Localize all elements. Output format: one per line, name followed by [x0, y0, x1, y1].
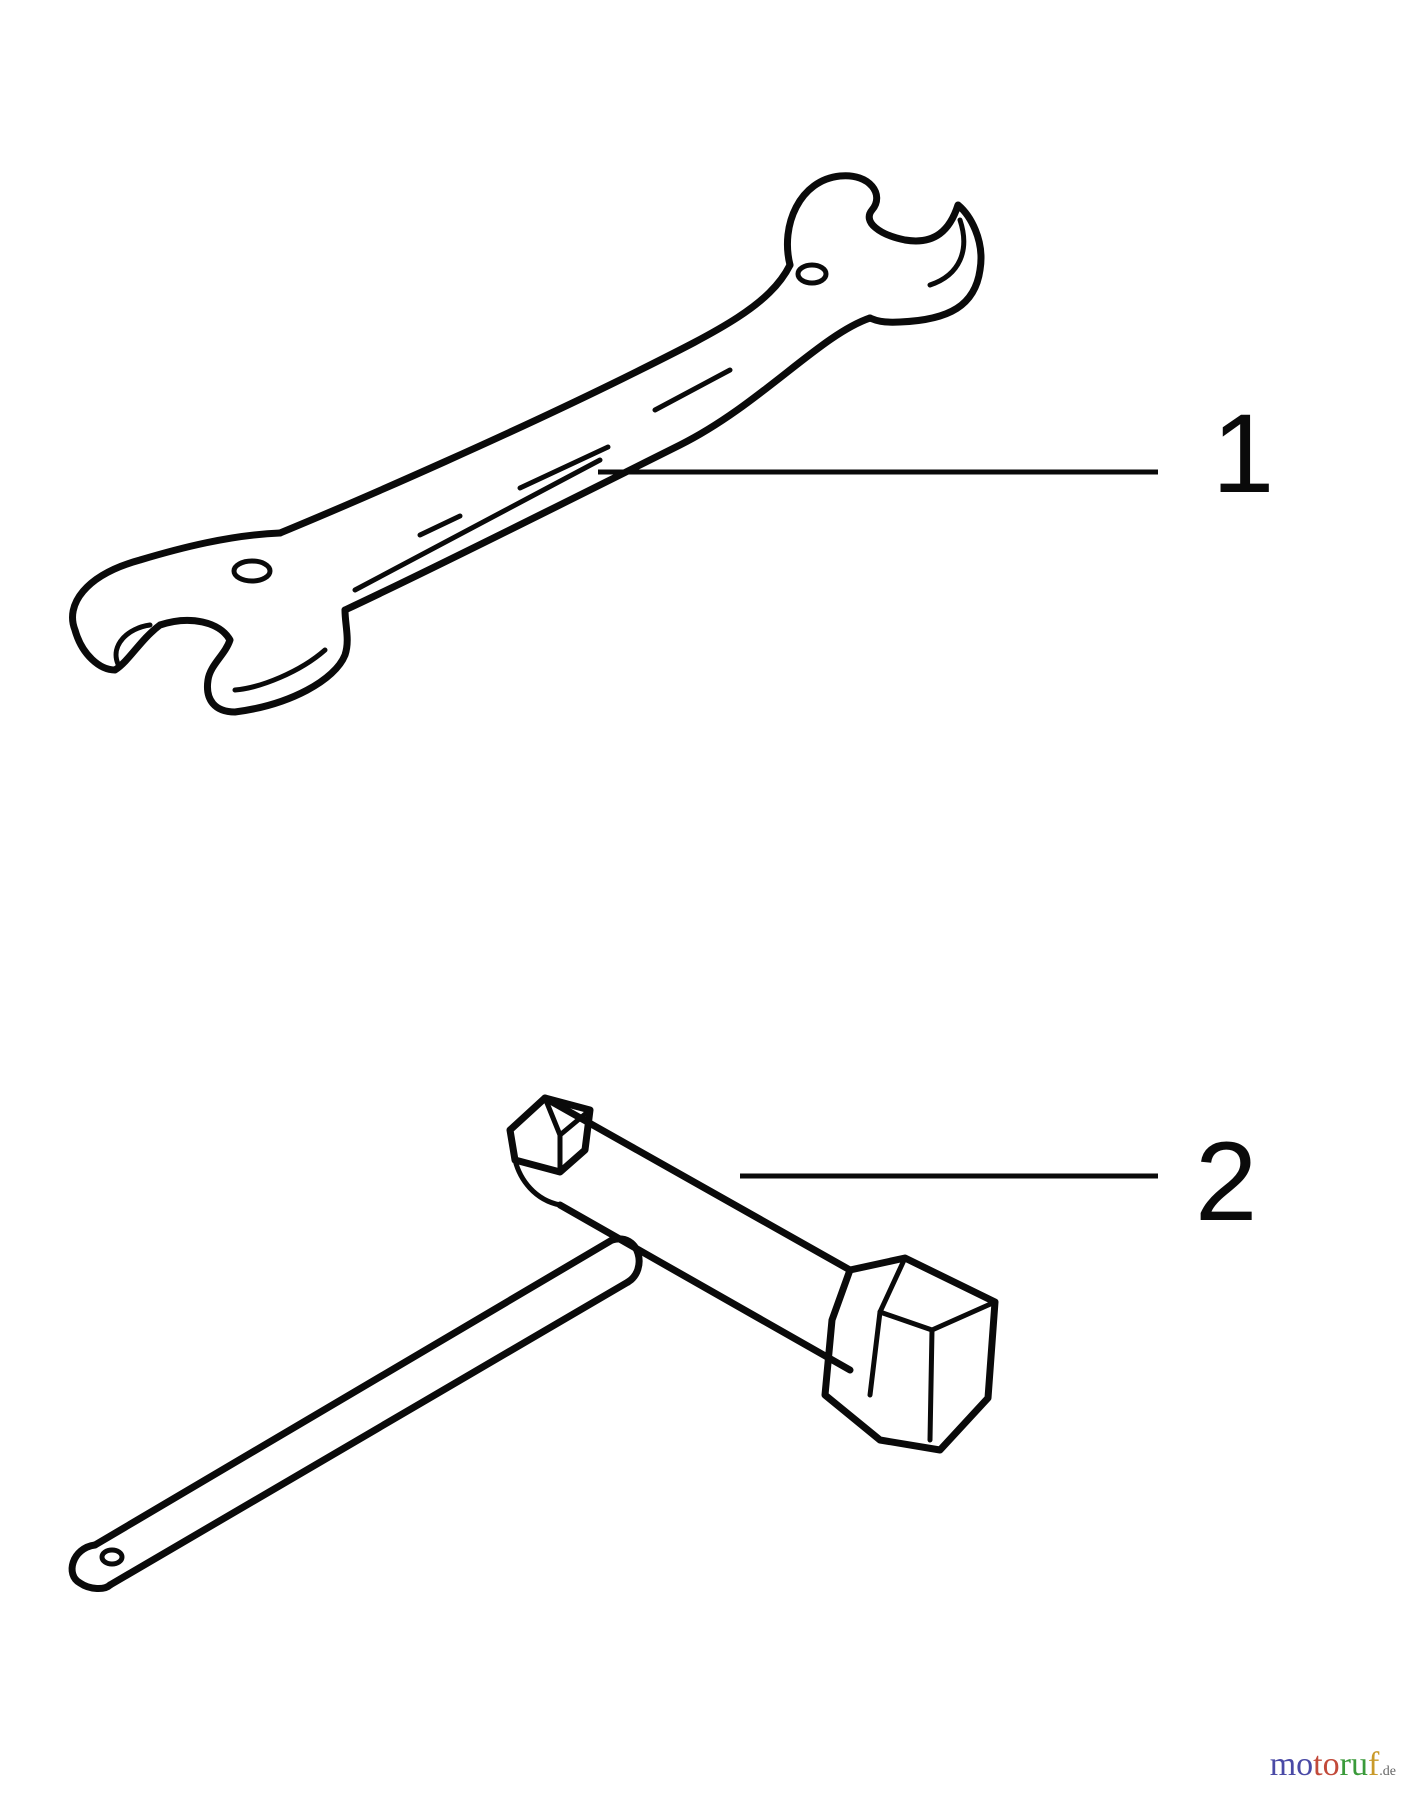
- watermark-logo: motoruf.de: [1269, 1746, 1396, 1783]
- open-end-wrench-icon: [69, 172, 985, 716]
- callout-number-2: 2: [1195, 1119, 1258, 1244]
- spark-plug-socket-wrench-icon: [68, 1094, 999, 1592]
- watermark-tld: .de: [1379, 1764, 1396, 1779]
- callout-number-1: 1: [1212, 391, 1275, 516]
